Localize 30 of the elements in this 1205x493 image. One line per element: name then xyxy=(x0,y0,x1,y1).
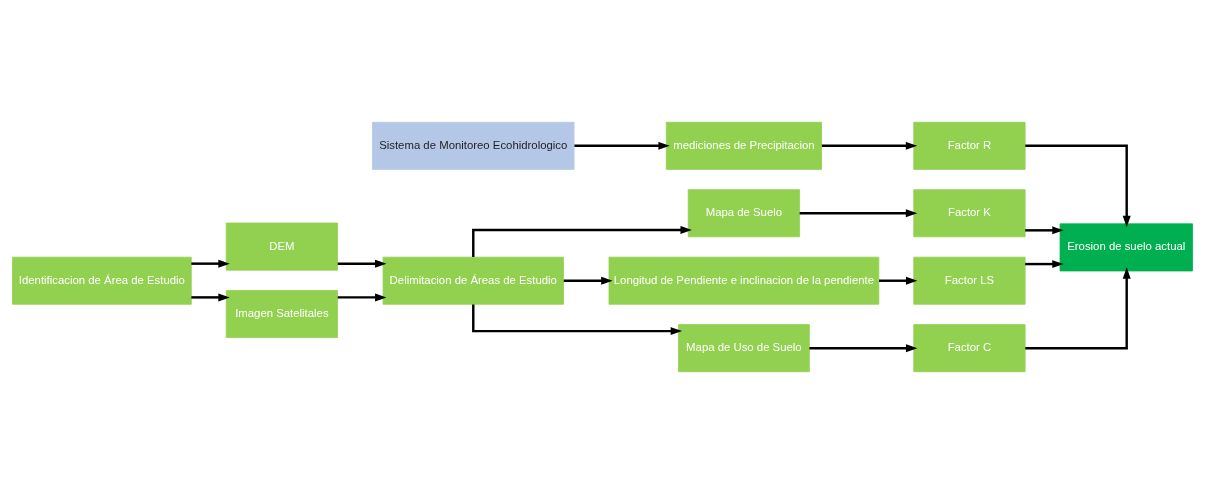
arrow xyxy=(191,292,230,301)
node-box: Factor LS xyxy=(913,256,1026,305)
arrow xyxy=(1025,225,1064,234)
arrow xyxy=(821,141,918,150)
arrow xyxy=(574,141,670,150)
node-box: Identificacion de Área de Estudio xyxy=(12,256,192,305)
arrow xyxy=(1025,266,1131,349)
arrow xyxy=(337,292,387,301)
node-box: Mapa de Uso de Suelo xyxy=(678,323,810,372)
arrow xyxy=(563,276,613,285)
arrow xyxy=(472,225,692,257)
arrow xyxy=(1025,259,1064,268)
arrow xyxy=(879,276,918,285)
arrow xyxy=(337,259,387,268)
node-box: Factor C xyxy=(913,323,1026,372)
node-box: Delimitacion de Áreas de Estudio xyxy=(382,256,564,305)
arrow xyxy=(809,343,918,352)
node-box: DEM xyxy=(225,222,338,271)
node-box: Imagen Satelitales xyxy=(225,289,338,338)
node-box: Factor R xyxy=(913,121,1026,170)
node-box: Longitud de Pendiente e inclinacion de la pendiente xyxy=(608,256,880,305)
arrow xyxy=(191,259,230,268)
arrow xyxy=(1025,144,1131,227)
arrow xyxy=(799,208,918,217)
arrow xyxy=(472,303,683,335)
node-box: Factor K xyxy=(913,188,1026,237)
node-box: Mapa de Suelo xyxy=(687,188,800,237)
node-box: Sistema de Monitoreo Ecohidrologico xyxy=(372,121,575,170)
node-box: mediciones de Precipitacion xyxy=(665,121,822,170)
node-box: Erosion de suelo actual xyxy=(1059,222,1193,271)
